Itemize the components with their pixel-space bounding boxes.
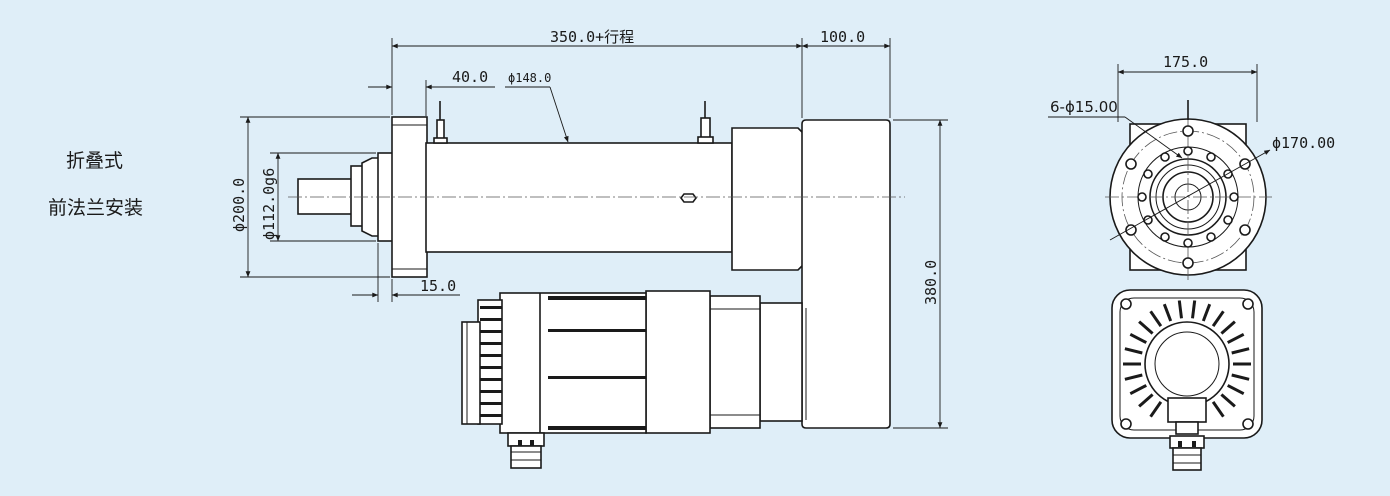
motor-radial-fins <box>1123 300 1251 418</box>
rear-housing <box>731 127 807 271</box>
motor-fin <box>1220 393 1236 408</box>
motor-fin <box>1191 300 1197 319</box>
motor-fin <box>1177 300 1183 319</box>
motor-fin <box>1129 332 1147 344</box>
motor-fin <box>1211 401 1225 418</box>
dim-gearbox-width: 100.0 <box>820 28 865 46</box>
side-dimensions: 350.0+行程 100.0 40.0 ϕ148.0 ϕ200.0 ϕ112.0… <box>230 28 948 429</box>
belt-housing <box>801 119 891 429</box>
motor-fin <box>1201 303 1212 322</box>
motor-fin <box>1220 320 1236 335</box>
end-view-connector <box>1169 435 1205 449</box>
dim-pcd: ϕ170.00 <box>1272 134 1335 152</box>
motor-fin <box>1162 303 1173 322</box>
motor-fin <box>1138 320 1154 335</box>
dim-hole-pattern: 6-ϕ15.00 <box>1050 98 1118 116</box>
motor-fin <box>1138 393 1154 408</box>
motor-fin <box>1124 347 1143 355</box>
grease-nipple <box>680 193 697 203</box>
motor-fin <box>1231 373 1250 381</box>
dim-tube-diameter: ϕ148.0 <box>508 71 551 85</box>
dim-flange-diameter: ϕ200.0 <box>230 178 248 232</box>
motor-fin <box>1227 384 1245 396</box>
side-view <box>297 101 891 469</box>
motor-fin <box>1227 332 1245 344</box>
dim-flange-thickness: 15.0 <box>420 277 456 295</box>
end-view <box>1105 100 1272 471</box>
dim-spigot-diameter: ϕ112.0g6 <box>260 168 278 240</box>
motor-fin <box>1231 347 1250 355</box>
motor-body <box>645 290 711 434</box>
dim-flange-offset: 40.0 <box>452 68 488 86</box>
motor-fin <box>1124 373 1143 381</box>
motor-adapter <box>759 302 803 422</box>
motor-fin <box>1149 401 1163 418</box>
motor-fin <box>1149 310 1163 327</box>
dim-overall-length: 350.0+行程 <box>550 28 634 46</box>
motor-fin <box>1129 384 1147 396</box>
title-line-1: 折叠式 <box>66 150 123 172</box>
motor-fin <box>1211 310 1225 327</box>
motor-connector <box>507 432 545 447</box>
encoder-cover <box>461 321 481 425</box>
dim-overall-height: 380.0 <box>922 260 940 305</box>
title-line-2: 前法兰安装 <box>48 197 143 219</box>
dim-end-width: 175.0 <box>1163 53 1208 71</box>
end-dimensions: 175.0 6-ϕ15.00 ϕ170.00 <box>1048 53 1335 241</box>
rod-end <box>297 178 354 215</box>
